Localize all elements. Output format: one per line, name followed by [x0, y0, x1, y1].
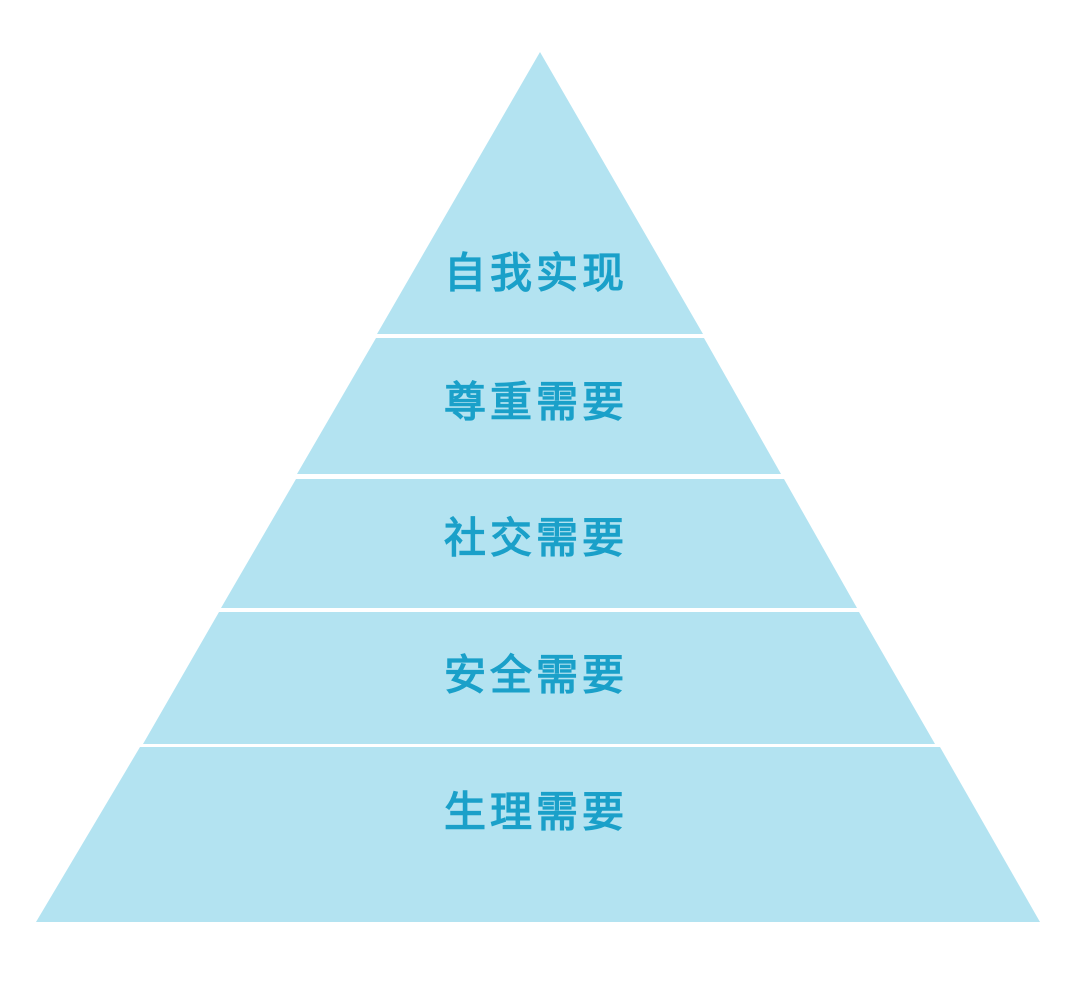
tier-label-safety: 安全需要 — [444, 651, 628, 700]
pyramid-tier-2 — [297, 338, 781, 474]
pyramid-tier-base — [36, 747, 1040, 922]
pyramid-tier-top — [377, 52, 703, 334]
tier-label-self-actualization: 自我实现 — [444, 249, 628, 298]
pyramid-labels: 自我实现 尊重需要 社交需要 安全需要 生理需要 — [444, 249, 628, 837]
tier-label-esteem: 尊重需要 — [444, 378, 628, 427]
tier-label-physiological: 生理需要 — [444, 788, 628, 837]
pyramid-tiers — [36, 52, 1040, 922]
pyramid-tier-3 — [221, 479, 857, 608]
tier-label-social: 社交需要 — [444, 514, 628, 563]
pyramid-tier-4 — [143, 612, 935, 744]
